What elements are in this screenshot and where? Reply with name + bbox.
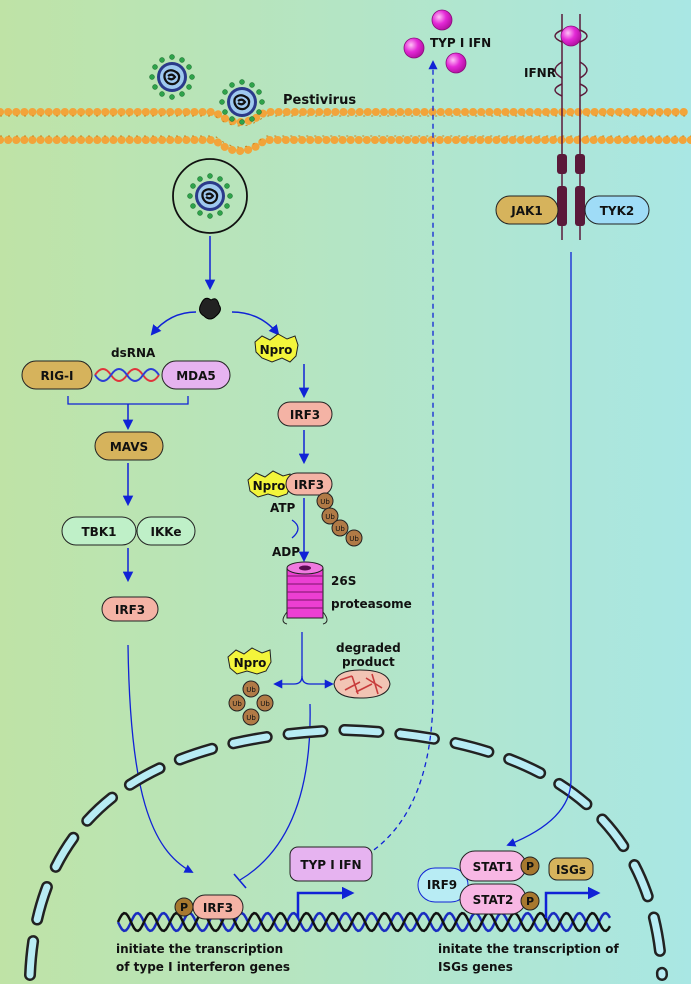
npro-shape-released [227, 647, 272, 675]
dsrna-label: dsRNA [111, 346, 156, 360]
caption-right-line2: ISGs genes [438, 960, 513, 974]
irf3-box-nucleus [192, 894, 244, 920]
tyk2-label: TYK2 [600, 204, 635, 218]
phosphate-stat2 [520, 891, 540, 911]
dsrna-helix [94, 368, 160, 382]
endosome [172, 158, 248, 234]
npro-label-complex: Npro [253, 479, 286, 493]
irf9-box [417, 867, 469, 903]
irf3-label-nucleus: IRF3 [203, 901, 233, 915]
irf9-label: IRF9 [427, 878, 457, 892]
rna-to-sensors-arrow [150, 311, 197, 336]
inhibition-bar [233, 873, 247, 889]
isgs-label: ISGs [556, 863, 586, 877]
ikke-box [136, 516, 196, 546]
phosphate-label: P [180, 901, 188, 914]
npro-shape-top [254, 333, 299, 363]
degraded-product [333, 669, 391, 699]
isgs-box [548, 857, 594, 881]
proteasome-output-arrow-right [301, 675, 334, 689]
caption-left-line2: of type I interferon genes [116, 960, 290, 974]
ub-label: Ub [246, 714, 256, 722]
ub-label: Ub [232, 700, 242, 708]
caption-right-line1: initate the transcription of [438, 942, 619, 956]
ikke-label: IKKe [151, 525, 182, 539]
degraded-label-2: product [342, 655, 395, 669]
irf3-box-complex [285, 472, 333, 496]
ub-label: Ub [260, 700, 270, 708]
ub-label: Ub [335, 525, 345, 533]
irf3-box-left [101, 596, 159, 622]
mavs-box [94, 431, 164, 461]
mavs-label: MAVS [110, 440, 148, 454]
proteasome-label-2: proteasome [331, 597, 412, 611]
npro-label-released: Npro [234, 656, 267, 670]
ifnr-receptor [554, 14, 588, 240]
pestivirus-label: Pestivirus [283, 93, 356, 108]
viral-rna-icon [199, 297, 221, 320]
mda5-label: MDA5 [176, 369, 216, 383]
mda5-box [161, 360, 231, 390]
proteasome-label-1: 26S [331, 574, 356, 588]
jak-stat-signaling-arrow [506, 252, 572, 847]
rig-i-label: RIG-I [41, 369, 74, 383]
ub-label: Ub [320, 498, 330, 506]
tbk1-label: TBK1 [82, 525, 117, 539]
caption-left-line1: initiate the transcription [116, 942, 283, 956]
tyk2-box [584, 195, 650, 225]
atp-hydrolysis-curve [291, 519, 299, 539]
phosphate-stat1 [520, 856, 540, 876]
irf3-box-mid [277, 401, 333, 427]
stat2-label: STAT2 [473, 893, 514, 907]
jak1-box [495, 195, 559, 225]
phosphate-label: P [526, 895, 534, 908]
ifn-secretion-arrow [333, 60, 438, 871]
ub-label: Ub [246, 686, 256, 694]
stat1-label: STAT1 [473, 860, 514, 874]
atp-label: ATP [270, 501, 296, 515]
rig-i-box [21, 360, 93, 390]
ub-label: Ub [349, 535, 359, 543]
typ1-ifn-label-nucleus: TYP I IFN [300, 858, 361, 872]
irf3-nuclear-translocation-arrow [127, 644, 194, 873]
jak1-label: JAK1 [510, 204, 542, 218]
tbk1-box [61, 516, 137, 546]
typ1-ifn-label-top: TYP I IFN [430, 36, 491, 50]
type-i-ifn-molecules [403, 9, 467, 74]
free-ubiquitin [228, 680, 274, 726]
adp-label: ADP [272, 545, 300, 559]
ifn-transcription-start-arrow [296, 886, 355, 918]
irf3-label-left: IRF3 [115, 603, 145, 617]
phosphate-label: P [526, 860, 534, 873]
irf3-label-mid: IRF3 [290, 408, 320, 422]
degraded-label-1: degraded [336, 641, 401, 655]
rna-to-npro-arrow [231, 311, 280, 336]
ifnr-label: IFNR [524, 66, 556, 80]
proteasome-26s [282, 561, 328, 625]
npro-label-top: Npro [260, 343, 293, 357]
ub-label: Ub [325, 513, 335, 521]
irf3-label-complex: IRF3 [294, 478, 324, 492]
isg-transcription-start-arrow [544, 886, 601, 918]
ubiquitin-chain [316, 492, 363, 547]
typ1-ifn-box-nucleus [289, 846, 373, 882]
nuclear-envelope [24, 723, 668, 981]
